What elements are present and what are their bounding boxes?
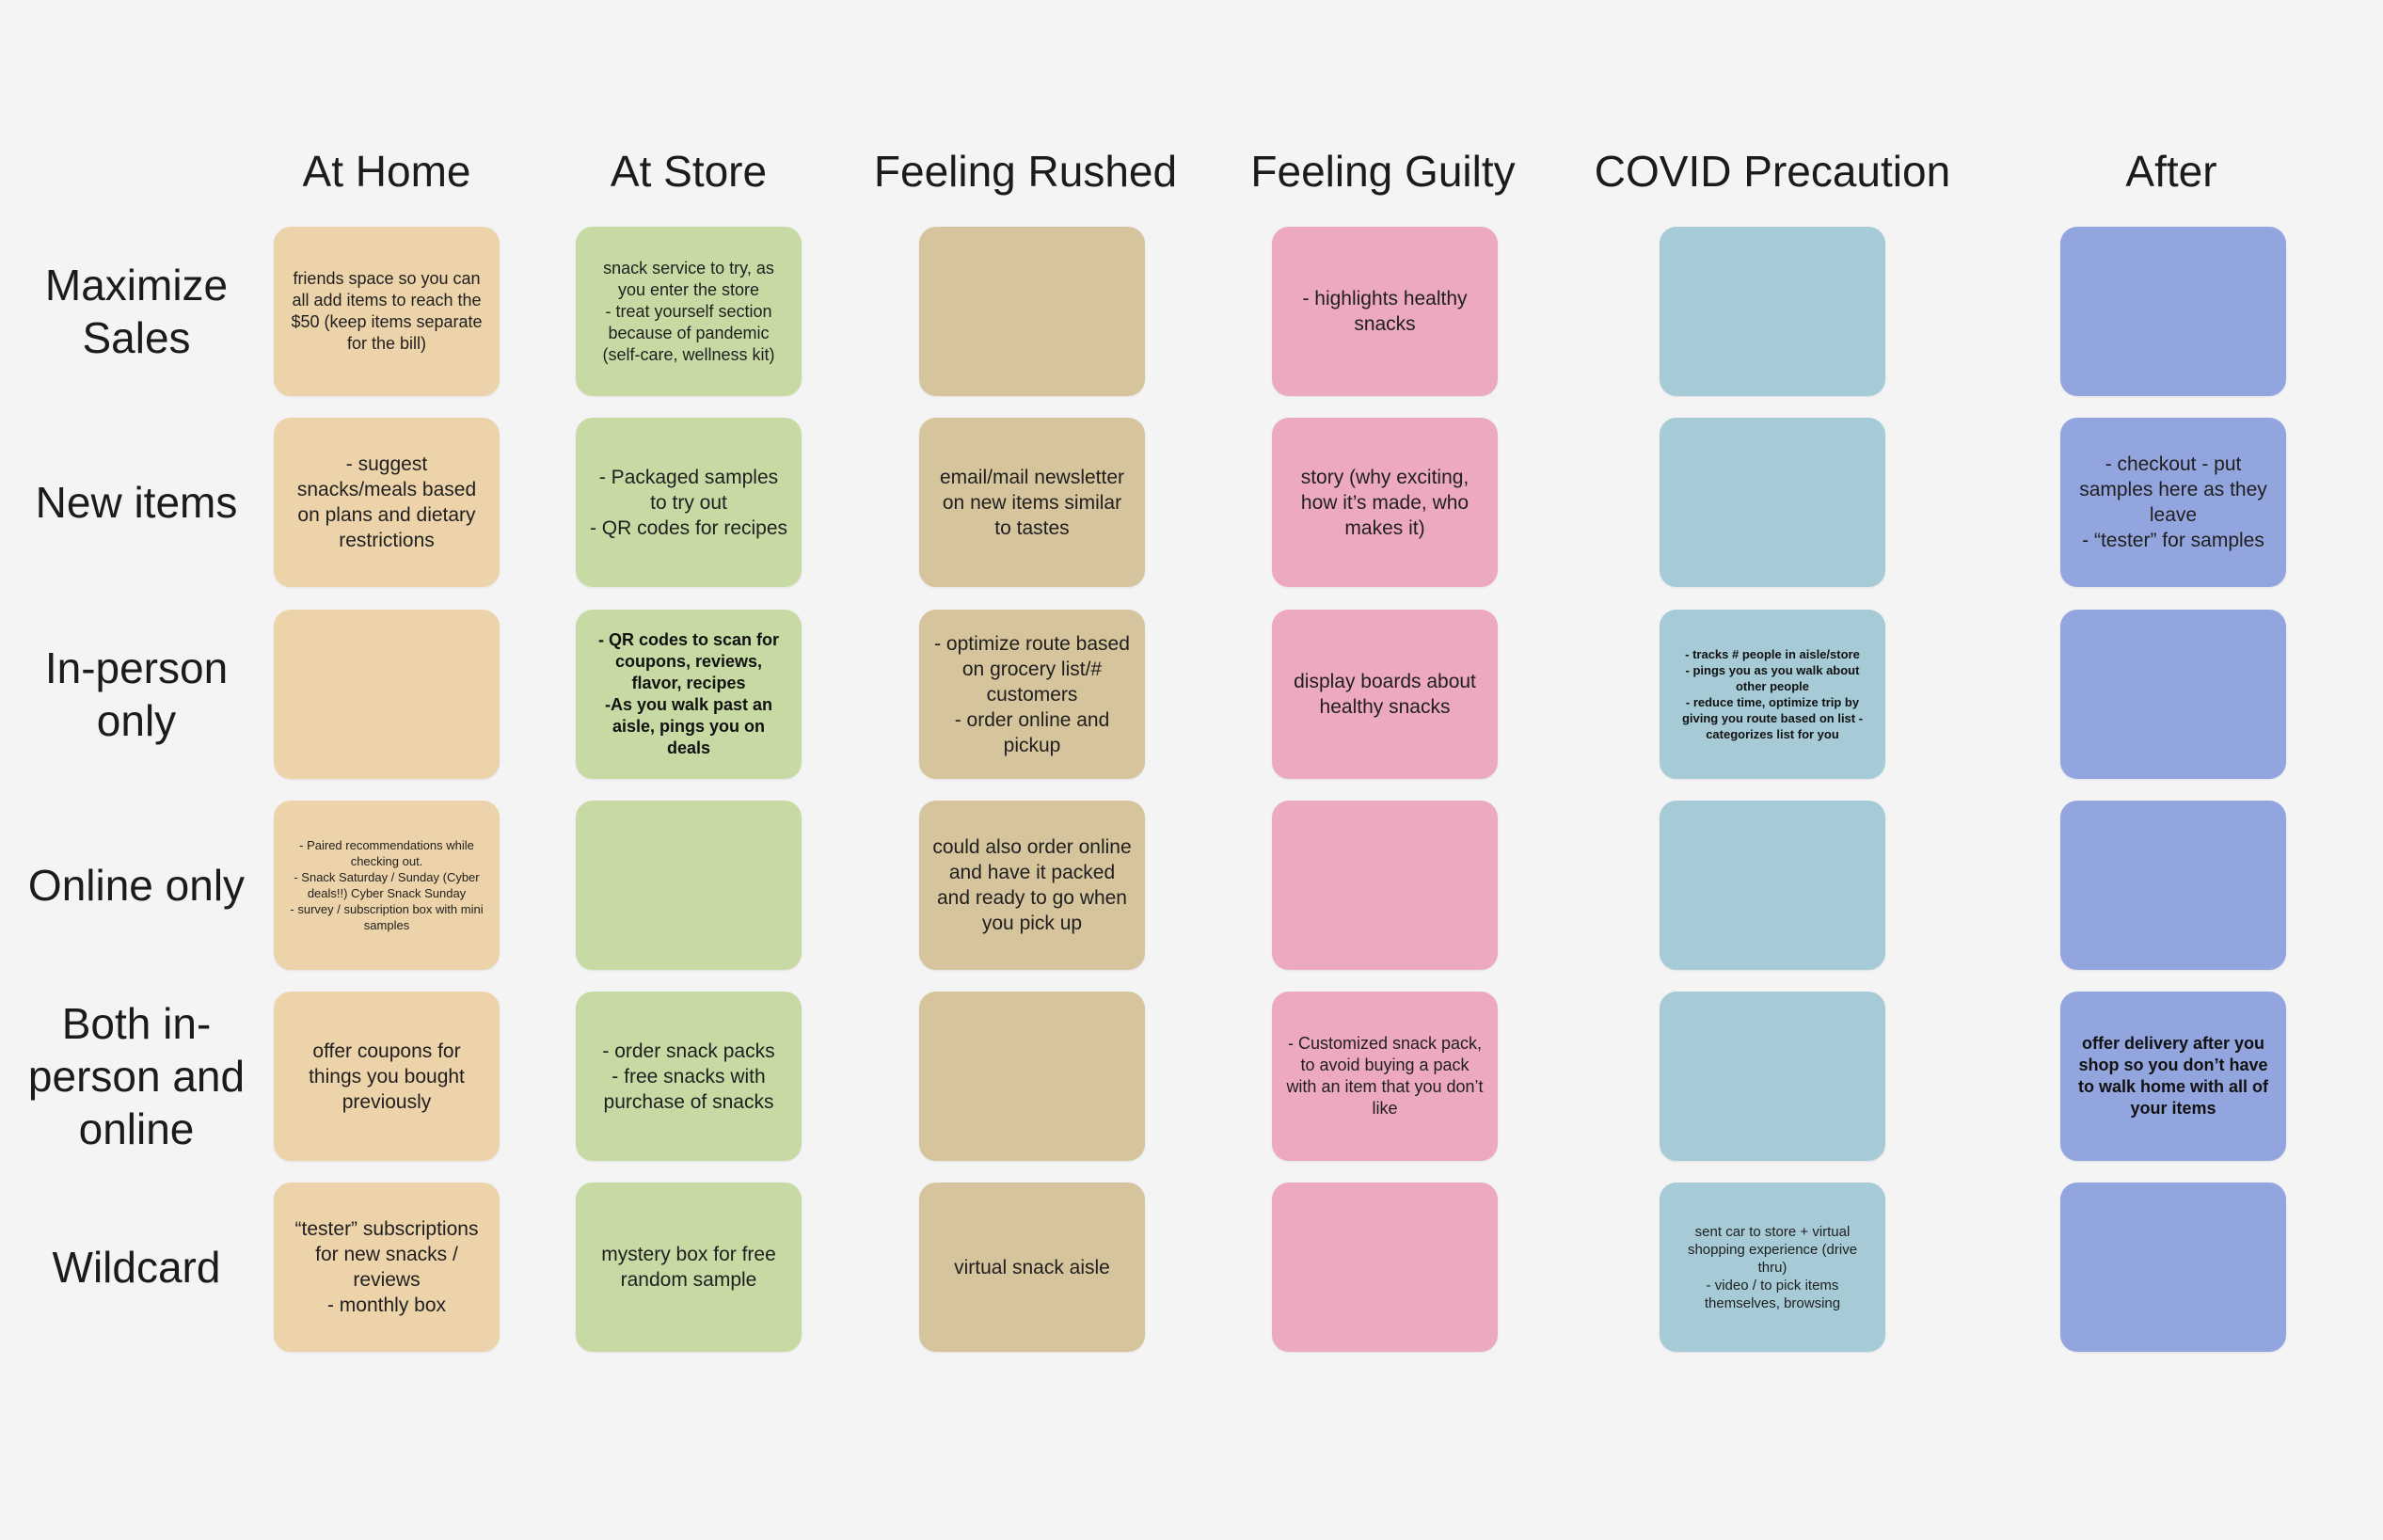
sticky-note-in-person-only-after[interactable] [2060, 610, 2286, 779]
sticky-note-both-at-store[interactable]: - order snack packs - free snacks with p… [576, 992, 802, 1161]
sticky-note-both-feeling-rushed[interactable] [919, 992, 1145, 1161]
sticky-note-in-person-only-at-home[interactable] [274, 610, 500, 779]
sticky-note-new-items-at-store[interactable]: - Packaged samples to try out - QR codes… [576, 418, 802, 587]
sticky-note-maximize-sales-feeling-rushed[interactable] [919, 227, 1145, 396]
sticky-note-new-items-covid-precaution[interactable] [1660, 418, 1885, 587]
sticky-note-in-person-only-at-store[interactable]: - QR codes to scan for coupons, reviews,… [576, 610, 802, 779]
sticky-note-both-covid-precaution[interactable] [1660, 992, 1885, 1161]
sticky-note-wildcard-covid-precaution[interactable]: sent car to store + virtual shopping exp… [1660, 1183, 1885, 1352]
row-label-wildcard[interactable]: Wildcard [52, 1243, 221, 1292]
row-label-in-person-only[interactable]: In-person only [44, 643, 229, 745]
sticky-note-wildcard-at-home[interactable]: “tester” subscriptions for new snacks / … [274, 1183, 500, 1352]
sticky-note-wildcard-at-store[interactable]: mystery box for free random sample [576, 1183, 802, 1352]
sticky-note-wildcard-feeling-rushed[interactable]: virtual snack aisle [919, 1183, 1145, 1352]
row-label-new-items[interactable]: New items [35, 478, 238, 527]
sticky-note-maximize-sales-covid-precaution[interactable] [1660, 227, 1885, 396]
sticky-note-new-items-at-home[interactable]: - suggest snacks/meals based on plans an… [274, 418, 500, 587]
column-header-feeling-rushed[interactable]: Feeling Rushed [873, 147, 1178, 196]
sticky-note-in-person-only-feeling-rushed[interactable]: - optimize route based on grocery list/#… [919, 610, 1145, 779]
sticky-note-online-only-after[interactable] [2060, 801, 2286, 970]
sticky-note-both-feeling-guilty[interactable]: - Customized snack pack, to avoid buying… [1272, 992, 1498, 1161]
sticky-note-online-only-at-home[interactable]: - Paired recommendations while checking … [274, 801, 500, 970]
sticky-note-online-only-covid-precaution[interactable] [1660, 801, 1885, 970]
sticky-note-new-items-after[interactable]: - checkout - put samples here as they le… [2060, 418, 2286, 587]
sticky-note-online-only-at-store[interactable] [576, 801, 802, 970]
row-label-online-only[interactable]: Online only [27, 861, 246, 910]
sticky-note-in-person-only-covid-precaution[interactable]: - tracks # people in aisle/store - pings… [1660, 610, 1885, 779]
sticky-note-maximize-sales-at-home[interactable]: friends space so you can all add items t… [274, 227, 500, 396]
sticky-note-wildcard-after[interactable] [2060, 1183, 2286, 1352]
column-header-feeling-guilty[interactable]: Feeling Guilty [1250, 147, 1516, 196]
sticky-note-online-only-feeling-rushed[interactable]: could also order online and have it pack… [919, 801, 1145, 970]
column-header-covid-precaution[interactable]: COVID Precaution [1594, 147, 1951, 196]
sticky-note-wildcard-feeling-guilty[interactable] [1272, 1183, 1498, 1352]
row-label-maximize-sales[interactable]: Maximize Sales [44, 261, 229, 362]
column-header-at-store[interactable]: At Store [610, 147, 768, 196]
sticky-note-new-items-feeling-rushed[interactable]: email/mail newsletter on new items simil… [919, 418, 1145, 587]
sticky-note-new-items-feeling-guilty[interactable]: story (why exciting, how it’s made, who … [1272, 418, 1498, 587]
sticky-note-online-only-feeling-guilty[interactable] [1272, 801, 1498, 970]
sticky-note-both-at-home[interactable]: offer coupons for things you bought prev… [274, 992, 500, 1161]
sticky-note-maximize-sales-at-store[interactable]: snack service to try, as you enter the s… [576, 227, 802, 396]
sticky-note-both-after[interactable]: offer delivery after you shop so you don… [2060, 992, 2286, 1161]
column-header-after[interactable]: After [2125, 147, 2217, 196]
sticky-note-maximize-sales-feeling-guilty[interactable]: - highlights healthy snacks [1272, 227, 1498, 396]
row-label-both-in-person-and-online[interactable]: Both in-person and online [27, 999, 246, 1153]
column-header-at-home[interactable]: At Home [302, 147, 471, 196]
sticky-note-in-person-only-feeling-guilty[interactable]: display boards about healthy snacks [1272, 610, 1498, 779]
sticky-note-maximize-sales-after[interactable] [2060, 227, 2286, 396]
